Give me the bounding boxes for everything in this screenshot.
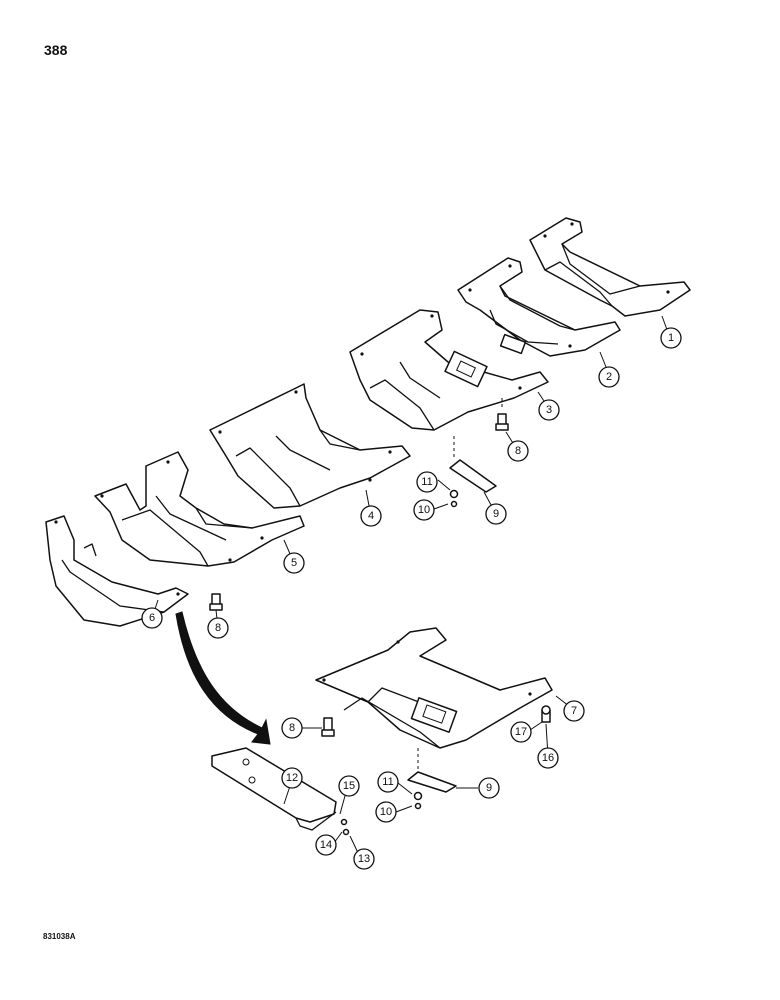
- bolt-icon: [209, 593, 223, 611]
- callout-13: 13: [353, 848, 375, 870]
- callout-10-label: 10: [380, 806, 392, 818]
- callout-12-label: 12: [286, 772, 298, 784]
- callout-16: 16: [537, 747, 559, 769]
- callout-8-lower: 8: [281, 717, 303, 739]
- callout-11-label: 11: [382, 776, 393, 788]
- bracket-part-12: [211, 747, 337, 831]
- shield-part-4: [209, 383, 411, 509]
- callout-15-label: 15: [343, 780, 355, 792]
- figure-code: 831038A: [43, 932, 76, 941]
- detail-arrow-icon: [175, 611, 271, 745]
- callout-6: 6: [141, 607, 163, 629]
- bolt-icon: [541, 705, 551, 723]
- callout-2-label: 2: [606, 371, 612, 383]
- callout-7-label: 7: [571, 705, 577, 717]
- callout-8-label: 8: [515, 445, 521, 457]
- callout-5-label: 5: [291, 557, 297, 569]
- callout-4-label: 4: [368, 510, 374, 522]
- callout-8-left: 8: [207, 617, 229, 639]
- callout-5: 5: [283, 552, 305, 574]
- callout-3: 3: [538, 399, 560, 421]
- callout-14: 14: [315, 834, 337, 856]
- callout-17: 17: [510, 721, 532, 743]
- callout-17-label: 17: [515, 726, 527, 738]
- callout-15: 15: [338, 775, 360, 797]
- callout-9-label: 9: [486, 782, 492, 794]
- callout-11-upper: 11: [416, 471, 438, 493]
- callout-9-lower: 9: [478, 777, 500, 799]
- callout-1-label: 1: [668, 332, 674, 344]
- callout-10-label: 10: [418, 504, 430, 516]
- callout-9-upper: 9: [485, 503, 507, 525]
- callout-14-label: 14: [320, 839, 332, 851]
- callout-10-upper: 10: [413, 499, 435, 521]
- callout-10-lower: 10: [375, 801, 397, 823]
- callout-2: 2: [598, 366, 620, 388]
- plate-part-9-upper: [449, 459, 497, 493]
- bolt-icon: [321, 717, 335, 737]
- callout-11-lower: 11: [377, 771, 399, 793]
- callout-16-label: 16: [542, 752, 554, 764]
- washer-icon: [340, 489, 459, 836]
- shield-part-5: [94, 451, 305, 567]
- callout-13-label: 13: [358, 853, 370, 865]
- callout-8-upper: 8: [507, 440, 529, 462]
- callout-12: 12: [281, 767, 303, 789]
- plate-part-9-lower: [407, 771, 457, 793]
- callout-8-label: 8: [215, 622, 221, 634]
- shield-part-7: [315, 627, 553, 749]
- callout-3-label: 3: [546, 404, 552, 416]
- callout-6-label: 6: [149, 612, 155, 624]
- shield-part-2: [457, 257, 621, 357]
- callout-8-label: 8: [289, 722, 295, 734]
- bolt-icon: [495, 413, 509, 431]
- shield-part-6: [45, 515, 189, 627]
- callout-7: 7: [563, 700, 585, 722]
- shield-part-1: [529, 217, 691, 317]
- page-number: 388: [44, 42, 68, 58]
- callout-4: 4: [360, 505, 382, 527]
- callout-11-label: 11: [421, 476, 432, 488]
- shield-part-3: [349, 309, 549, 431]
- callout-9-label: 9: [493, 508, 499, 520]
- callout-1: 1: [660, 327, 682, 349]
